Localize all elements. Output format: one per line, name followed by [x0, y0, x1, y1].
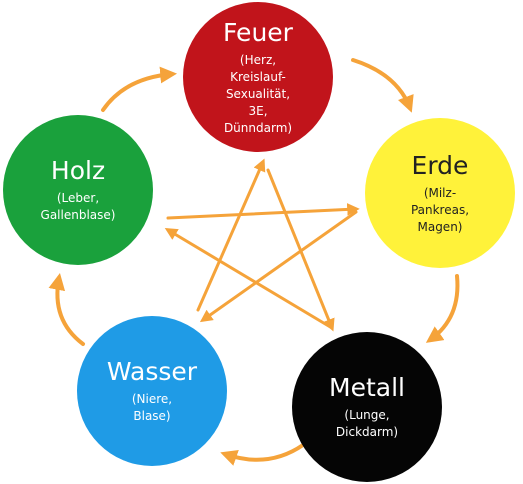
control-star [164, 158, 360, 332]
element-name: Metall [329, 373, 405, 402]
element-holz: Holz (Leber, Gallenblase) [3, 115, 153, 265]
arrow-holz-to-feuer [101, 66, 178, 112]
element-name: Wasser [106, 357, 198, 386]
element-metall: Metall (Lunge, Dickdarm) [292, 332, 442, 482]
element-organs: (Milz- Pankreas, Magen) [410, 185, 470, 234]
element-name: Feuer [223, 17, 293, 47]
element-name: Erde [411, 150, 469, 180]
arrow-feuer-to-erde [351, 58, 414, 113]
arrow-erde-to-wasser [199, 210, 358, 323]
arrow-metall-to-wasser [220, 443, 305, 466]
element-feuer: Feuer (Herz, Kreislauf- Sexualität, 3E, … [183, 2, 333, 152]
element-organs: (Leber, Gallenblase) [40, 191, 116, 222]
element-organs: (Niere, Blase) [131, 392, 173, 423]
element-name: Holz [50, 156, 106, 185]
arrow-erde-to-metall [425, 274, 460, 343]
arrow-holz-to-erde [166, 203, 360, 220]
generation-cycle [48, 58, 460, 466]
arrow-metall-to-holz [164, 228, 334, 330]
element-organs: (Lunge, Dickdarm) [335, 408, 399, 439]
element-wasser: Wasser (Niere, Blase) [77, 316, 227, 466]
arrow-wasser-to-feuer [196, 158, 266, 312]
arrow-feuer-to-metall [266, 168, 335, 332]
arrow-wasser-to-holz [48, 273, 85, 346]
element-erde: Erde (Milz- Pankreas, Magen) [365, 118, 515, 268]
element-organs: (Herz, Kreislauf- Sexualität, 3E, Dünnda… [223, 52, 293, 135]
